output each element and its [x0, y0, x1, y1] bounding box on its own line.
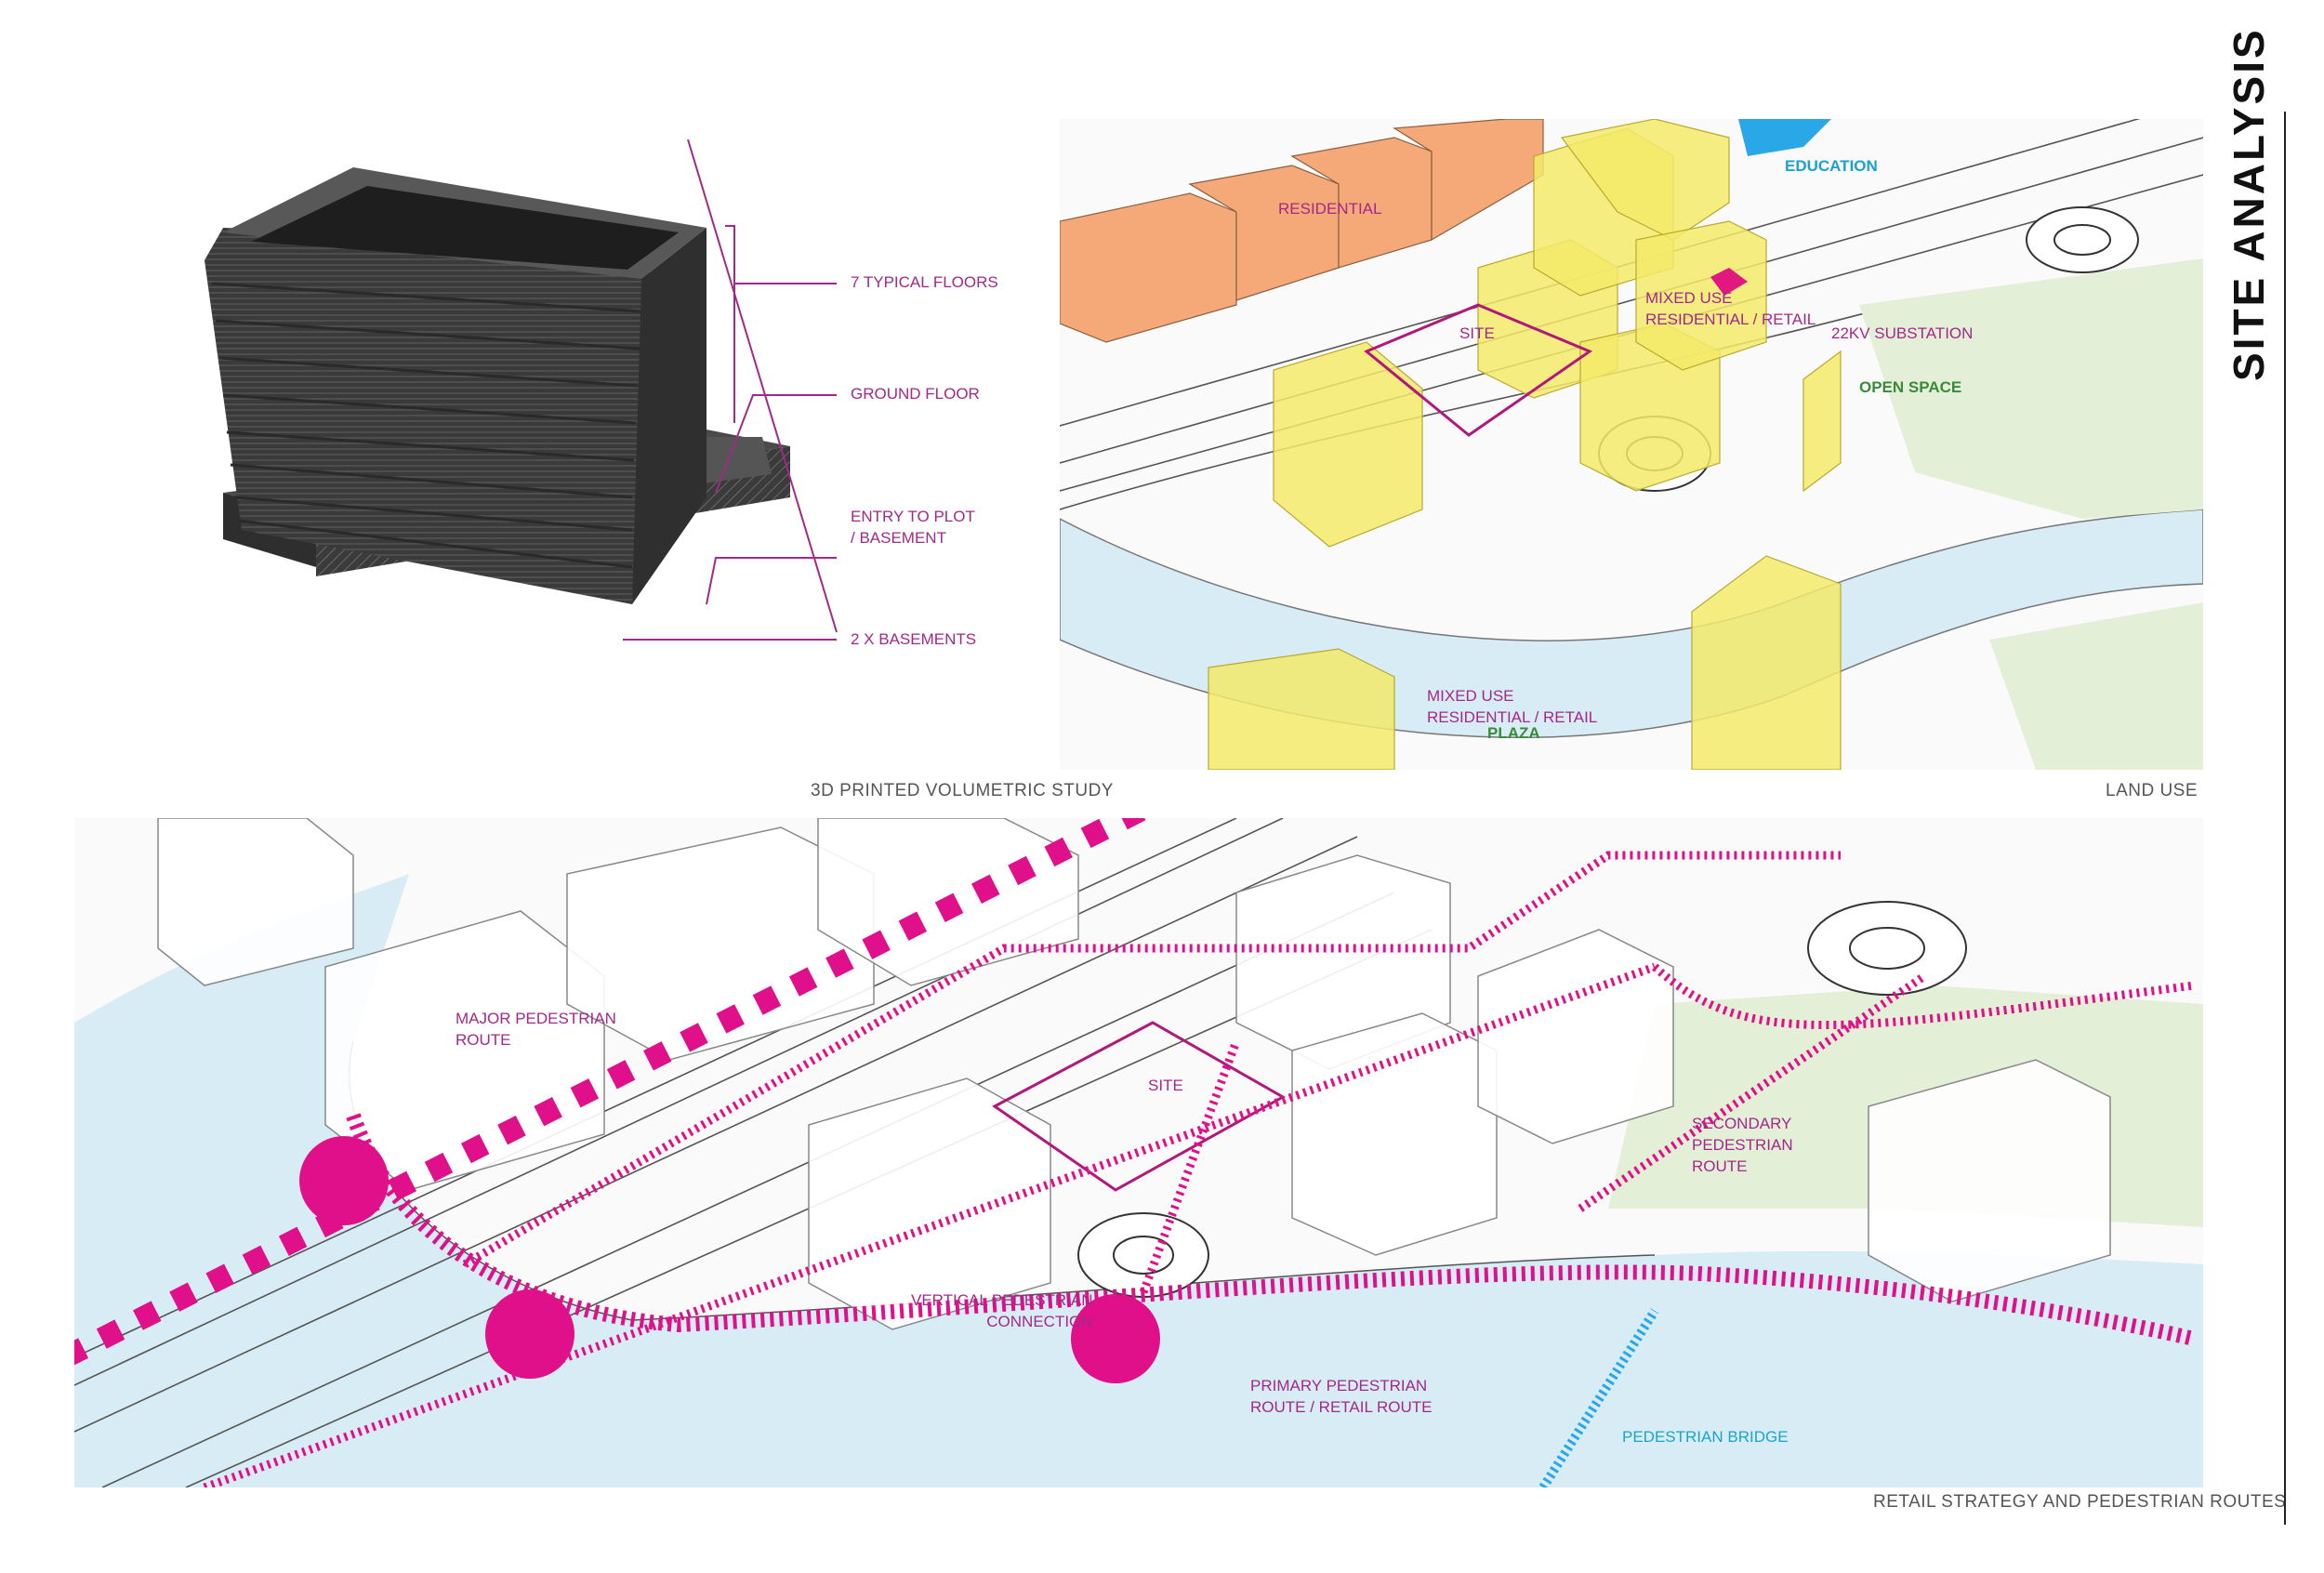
label-secondary-line3: ROUTE — [1692, 1157, 1748, 1175]
label-site-land-use: SITE — [1459, 324, 1495, 342]
label-mixed-use-2-line2: RESIDENTIAL / RETAIL — [1427, 707, 1598, 726]
label-open-space: OPEN SPACE — [1859, 378, 1962, 396]
label-education: EDUCATION — [1785, 157, 1878, 175]
pedestrian-routes-panel: MAJOR PEDESTRIAN ROUTE SITE SECONDARY PE… — [74, 818, 2203, 1487]
page-title: SITE ANALYSIS — [2214, 27, 2273, 409]
label-mixed-use-1: MIXED USE RESIDENTIAL / RETAIL — [1645, 288, 1816, 331]
volumetric-study-panel: 7 TYPICAL FLOORS GROUND FLOOR ENTRY TO P… — [186, 139, 1060, 660]
label-typical-floors: 7 TYPICAL FLOORS — [851, 273, 998, 291]
printed-model-illustration — [205, 139, 838, 641]
land-use-map — [1060, 119, 2203, 770]
label-secondary-line2: PEDESTRIAN — [1692, 1135, 1793, 1154]
label-primary-line2: ROUTE / RETAIL ROUTE — [1250, 1397, 1433, 1416]
caption-pedestrian-routes: RETAIL STRATEGY AND PEDESTRIAN ROUTES — [1873, 1492, 2287, 1512]
label-vertical-pedestrian-connection: VERTICAL PEDESTRIAN CONNECTION — [911, 1290, 1093, 1333]
label-mixed-use-1-line2: RESIDENTIAL / RETAIL — [1645, 310, 1816, 328]
caption-land-use: LAND USE — [2106, 781, 2199, 800]
label-major-line1: MAJOR PEDESTRIAN — [456, 1010, 616, 1027]
page-title-text: SITE ANALYSIS — [2225, 27, 2273, 381]
label-vertical-line1: VERTICAL PEDESTRIAN — [911, 1291, 1093, 1309]
label-basements: 2 X BASEMENTS — [851, 630, 977, 648]
label-major-pedestrian-route: MAJOR PEDESTRIAN ROUTE — [456, 1009, 616, 1051]
label-plaza: PLAZA — [1487, 724, 1540, 742]
title-divider — [2284, 112, 2286, 1525]
label-ground-floor: GROUND FLOOR — [851, 385, 980, 403]
label-entry-line1: ENTRY TO PLOT — [851, 508, 975, 525]
label-substation: 22KV SUBSTATION — [1831, 324, 1974, 342]
label-mixed-use-2-line1: MIXED USE — [1427, 687, 1514, 705]
label-primary-line1: PRIMARY PEDESTRIAN — [1250, 1377, 1428, 1395]
label-mixed-use-1-line1: MIXED USE — [1645, 289, 1733, 307]
pedestrian-routes-map — [74, 818, 2203, 1487]
label-secondary-pedestrian-route: SECONDARY PEDESTRIAN ROUTE — [1692, 1114, 1793, 1178]
label-primary-pedestrian-route: PRIMARY PEDESTRIAN ROUTE / RETAIL ROUTE — [1250, 1376, 1433, 1419]
label-entry-line2: / BASEMENT — [851, 528, 946, 547]
label-mixed-use-2: MIXED USE RESIDENTIAL / RETAIL — [1427, 686, 1597, 729]
label-entry-to-plot: ENTRY TO PLOT / BASEMENT — [851, 507, 975, 549]
label-major-line2: ROUTE — [456, 1030, 511, 1049]
label-vertical-line2: CONNECTION — [986, 1312, 1093, 1330]
caption-volumetric-study: 3D PRINTED VOLUMETRIC STUDY — [811, 781, 1114, 800]
land-use-panel: RESIDENTIAL SITE MIXED USE RESIDENTIAL /… — [1060, 119, 2203, 770]
label-pedestrian-bridge: PEDESTRIAN BRIDGE — [1622, 1428, 1789, 1446]
label-residential: RESIDENTIAL — [1278, 200, 1382, 218]
label-site-routes: SITE — [1148, 1077, 1183, 1094]
label-secondary-line1: SECONDARY — [1692, 1115, 1792, 1132]
